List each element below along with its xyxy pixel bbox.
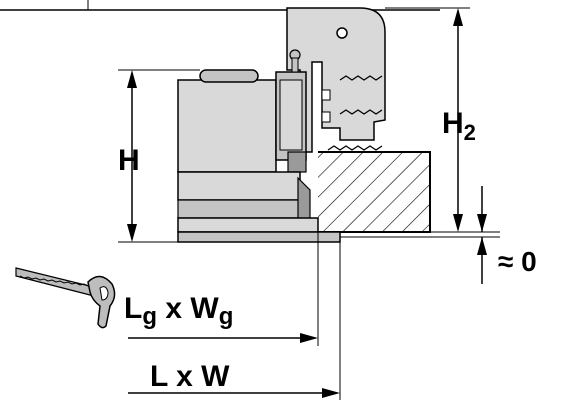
label-cutout-l-sub: g [142, 303, 157, 330]
bracket-notch-1 [321, 89, 331, 101]
label-cutout-l: L [124, 292, 142, 325]
mounting-bracket [286, 7, 386, 153]
label-h2-sub: 2 [464, 120, 476, 145]
label-cutout-w-sub: g [219, 303, 234, 330]
label-cutout-x: x [157, 292, 190, 325]
label-h: H [118, 144, 140, 177]
ceiling-section [318, 151, 431, 233]
bracket-notch-2 [321, 111, 331, 123]
saw-icon [15, 267, 116, 329]
device-housing [177, 49, 341, 243]
label-h2: H2 [442, 107, 476, 145]
dimension-overall [128, 242, 341, 400]
label-cutout-w: W [190, 292, 219, 325]
label-gap: ≈ 0 [498, 246, 537, 277]
dimension-cutout [128, 232, 319, 346]
label-overall: L x W [150, 360, 230, 393]
label-cutout: Lg x Wg [124, 292, 233, 330]
dimension-h [118, 69, 200, 243]
dimension-gap [340, 186, 500, 284]
bracket-teeth-2 [339, 109, 383, 115]
bracket-hole [336, 27, 348, 39]
bracket-teeth-3 [327, 145, 383, 151]
label-h2-base: H [442, 107, 464, 140]
dimension-h2 [385, 7, 500, 233]
bracket-teeth-1 [339, 75, 383, 81]
